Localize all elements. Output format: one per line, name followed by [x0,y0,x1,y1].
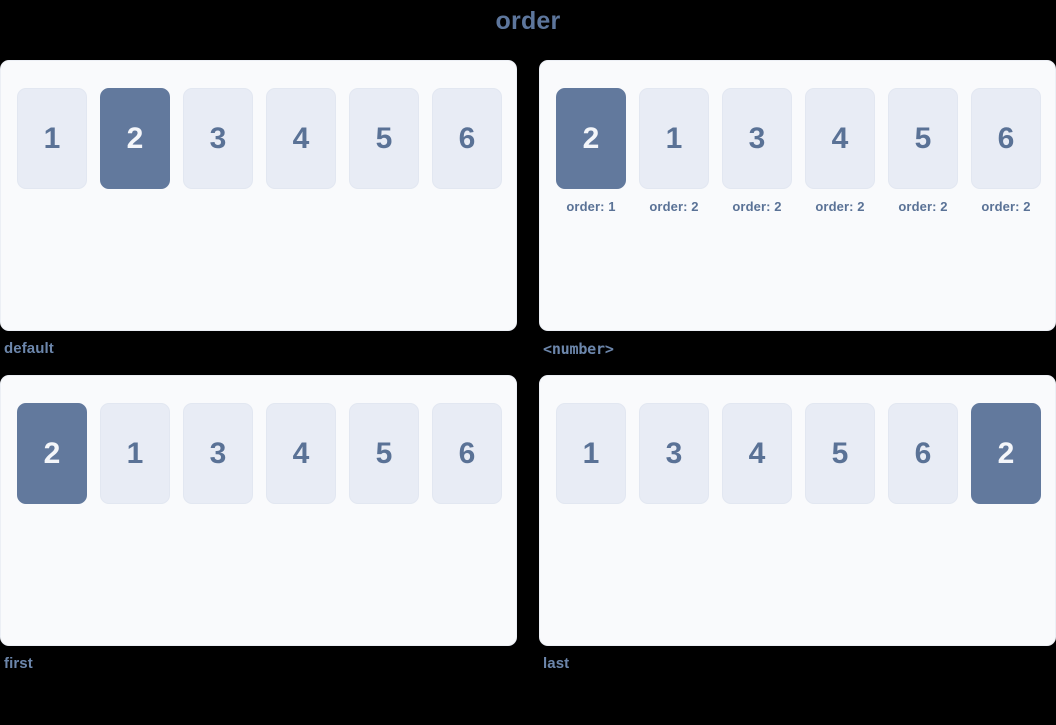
demo-block-label: last [543,655,570,672]
order-box[interactable]: 5 [349,403,419,504]
list-item[interactable]: 6 [888,403,958,504]
box-row: 1 3 4 5 6 [556,403,1055,504]
list-item[interactable]: 4 [266,403,336,504]
list-item[interactable]: 2 order: 1 [556,88,626,214]
list-item[interactable]: 1 order: 2 [639,88,709,214]
list-item[interactable]: 4 [722,403,792,504]
demo-block-label: default [4,340,54,357]
list-item[interactable]: 5 [805,403,875,504]
list-item[interactable]: 5 [349,403,419,504]
demo-card: 1 2 3 4 5 [0,60,517,331]
order-box[interactable]: 2 [17,403,87,504]
list-item[interactable]: 4 order: 2 [805,88,875,214]
order-box[interactable]: 2 [100,88,170,189]
order-box[interactable]: 1 [100,403,170,504]
order-box[interactable]: 1 [17,88,87,189]
order-box[interactable]: 3 [183,403,253,504]
list-item[interactable]: 3 [183,88,253,189]
page-title: order [495,7,561,35]
order-box[interactable]: 1 [639,88,709,189]
list-item[interactable]: 1 [556,403,626,504]
order-box[interactable]: 4 [805,88,875,189]
order-box[interactable]: 6 [888,403,958,504]
box-row: 2 1 3 4 5 [17,403,516,504]
order-caption: order: 1 [566,199,616,214]
list-item[interactable]: 2 [100,88,170,189]
order-caption: order: 2 [981,199,1031,214]
order-caption: order: 2 [898,199,948,214]
demo-grid: 1 2 3 4 5 [0,60,1056,680]
list-item[interactable]: 1 [100,403,170,504]
demo-block-first: 2 1 3 4 5 [0,375,517,674]
order-caption: order: 2 [649,199,699,214]
list-item[interactable]: 1 [17,88,87,189]
demo-block-label: first [4,655,33,672]
list-item[interactable]: 4 [266,88,336,189]
list-item[interactable]: 6 [432,88,502,189]
order-box[interactable]: 1 [556,403,626,504]
order-box[interactable]: 6 [432,403,502,504]
order-box[interactable]: 6 [971,88,1041,189]
order-caption: order: 2 [732,199,782,214]
order-box[interactable]: 4 [266,88,336,189]
order-caption: order: 2 [815,199,865,214]
order-box[interactable]: 2 [556,88,626,189]
demo-card: 2 1 3 4 5 [0,375,517,646]
list-item[interactable]: 2 [17,403,87,504]
demo-block-default: 1 2 3 4 5 [0,60,517,359]
list-item[interactable]: 3 order: 2 [722,88,792,214]
order-box[interactable]: 6 [432,88,502,189]
list-item[interactable]: 5 order: 2 [888,88,958,214]
order-box[interactable]: 2 [971,403,1041,504]
list-item[interactable]: 5 [349,88,419,189]
demo-card: 2 order: 1 1 order: 2 3 order: 2 4 order… [539,60,1056,331]
order-box[interactable]: 4 [266,403,336,504]
demo-block-number: 2 order: 1 1 order: 2 3 order: 2 4 order… [539,60,1056,359]
list-item[interactable]: 3 [639,403,709,504]
demo-card: 1 3 4 5 6 [539,375,1056,646]
order-box[interactable]: 3 [722,88,792,189]
order-box[interactable]: 3 [183,88,253,189]
box-row: 2 order: 1 1 order: 2 3 order: 2 4 order… [556,88,1055,214]
list-item[interactable]: 3 [183,403,253,504]
order-box[interactable]: 3 [639,403,709,504]
order-box[interactable]: 5 [349,88,419,189]
box-row: 1 2 3 4 5 [17,88,516,189]
list-item[interactable]: 6 [432,403,502,504]
order-box[interactable]: 5 [805,403,875,504]
demo-block-last: 1 3 4 5 6 [539,375,1056,674]
order-box[interactable]: 4 [722,403,792,504]
demo-block-label: <number> [543,340,614,358]
order-box[interactable]: 5 [888,88,958,189]
list-item[interactable]: 6 order: 2 [971,88,1041,214]
list-item[interactable]: 2 [971,403,1041,504]
